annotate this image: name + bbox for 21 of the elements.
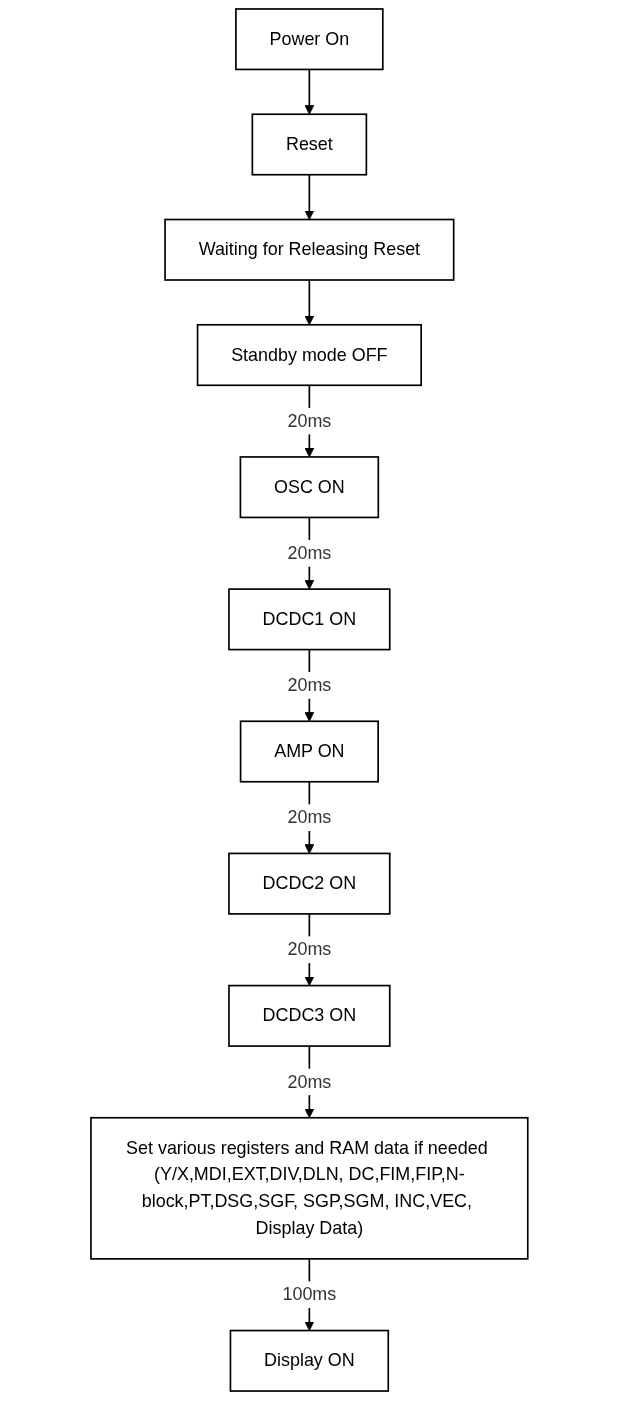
edge-label: 100ms <box>282 1284 336 1304</box>
node-box: DCDC3 ON <box>227 984 391 1047</box>
arrow <box>304 173 314 220</box>
arrow <box>304 279 314 326</box>
edge-label: 20ms <box>287 807 331 827</box>
node-box: DCDC1 ON <box>227 588 391 651</box>
edge-label: 20ms <box>287 1071 331 1091</box>
node-box: Reset <box>251 113 367 176</box>
edge-label: 20ms <box>287 411 331 431</box>
edge-label: 20ms <box>287 939 331 959</box>
node-box: DCDC2 ON <box>227 852 391 915</box>
node-box: Display ON <box>229 1329 389 1392</box>
node-box: Standby mode OFF <box>196 323 422 387</box>
arrow <box>304 68 314 115</box>
node-box: Waiting for Releasing Reset <box>163 218 455 281</box>
edge-label: 20ms <box>287 543 331 563</box>
node-box: OSC ON <box>239 456 379 519</box>
node-box: Set various registers and RAM data if needed (Y/X,MDI,EXT,DIV,DLN, DC,FIM,FIP,N-block,PT,DSG,SGF, SGP,SGM, INC,VEC, Display Data) <box>89 1116 529 1260</box>
edge-label: 20ms <box>287 675 331 695</box>
node-box: AMP ON <box>239 720 379 783</box>
node-box: Power On <box>234 8 384 71</box>
